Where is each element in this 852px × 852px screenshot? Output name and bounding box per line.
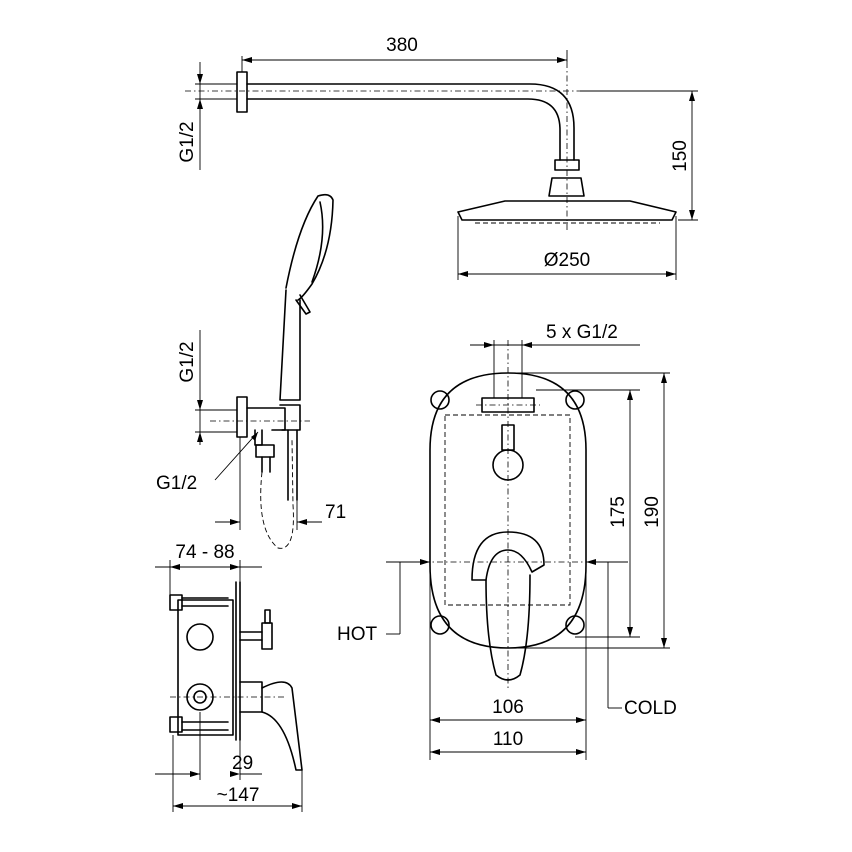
arm-thread-label: G1/2 [177,121,198,162]
dim-29-label: 29 [232,753,253,774]
holder-clip [279,404,301,431]
diverter-knob [261,622,273,650]
shower-arm-assembly [185,62,690,230]
hand-shower-assembly [210,193,334,549]
dimension-150: 150 [580,90,698,221]
holder-flange [236,396,248,438]
dimension-arm-thread: G1/2 [177,62,237,170]
cold-callout: COLD [586,559,677,719]
dim-175-label: 175 [608,496,629,528]
shower-head [457,200,677,221]
hand-shower-face [311,201,324,283]
lever-handle [261,681,303,771]
cold-label: COLD [624,698,677,719]
dimension-hand-thread: G1/2 [177,330,237,445]
mount-ear-tl [430,390,450,410]
dim-74-88-label: 74 - 88 [175,542,234,563]
hidden-box [444,414,571,606]
dimension-74-88: 74 - 88 [155,542,262,600]
dim-71-label: 71 [325,502,346,523]
inlet-bottom [169,716,183,733]
hand-thread-side-label: G1/2 [156,473,197,494]
dim-250-label: Ø250 [544,250,590,271]
dimension-outlets: 5 x G1/2 [470,322,640,398]
hose [260,439,294,549]
dimension-175-190: 175 190 [508,372,670,649]
mount-ear-br [565,615,585,635]
mount-ear-bl [430,615,450,635]
hand-thread-side-callout: G1/2 [156,431,259,494]
dim-110-label: 110 [493,729,523,750]
shower-arm-top [246,83,575,161]
hand-shower-button [295,294,311,315]
lever-top [471,531,545,581]
valve-body [177,599,234,736]
dim-106-label: 106 [492,697,524,718]
shower-arm-bottom [246,98,561,161]
dimension-29: 29 [155,712,262,780]
inlet-top [169,594,183,611]
diverter-stem [239,631,263,641]
hot-callout: HOT [337,559,430,645]
port-upper [186,623,214,651]
dim-150-label: 150 [670,140,691,172]
hot-label: HOT [337,624,378,645]
dimension-106: 106 [429,565,587,760]
hose-connector [255,444,275,458]
head-connector [548,177,585,197]
valve-side-view [169,581,303,771]
dimension-71: 71 [215,437,346,530]
hand-shower-head [285,193,334,301]
holder-body [246,407,286,431]
mount-ear-tr [565,390,585,410]
dim-190-label: 190 [642,496,663,528]
dimension-110: 110 [430,729,586,755]
lever-base [239,681,263,713]
hand-shower-handle [279,289,301,401]
valve-front-view [410,340,610,690]
outlets-label: 5 x G1/2 [546,322,618,343]
dimension-147: ~147 [172,735,303,812]
lever-front [485,574,531,681]
dim-380-label: 380 [386,35,418,56]
dim-147-label: ~147 [217,785,260,806]
dimension-380: 380 [241,35,568,72]
hand-thread-top-label: G1/2 [177,341,198,382]
wall-flange [236,71,248,113]
dimension-250: Ø250 [457,216,677,280]
